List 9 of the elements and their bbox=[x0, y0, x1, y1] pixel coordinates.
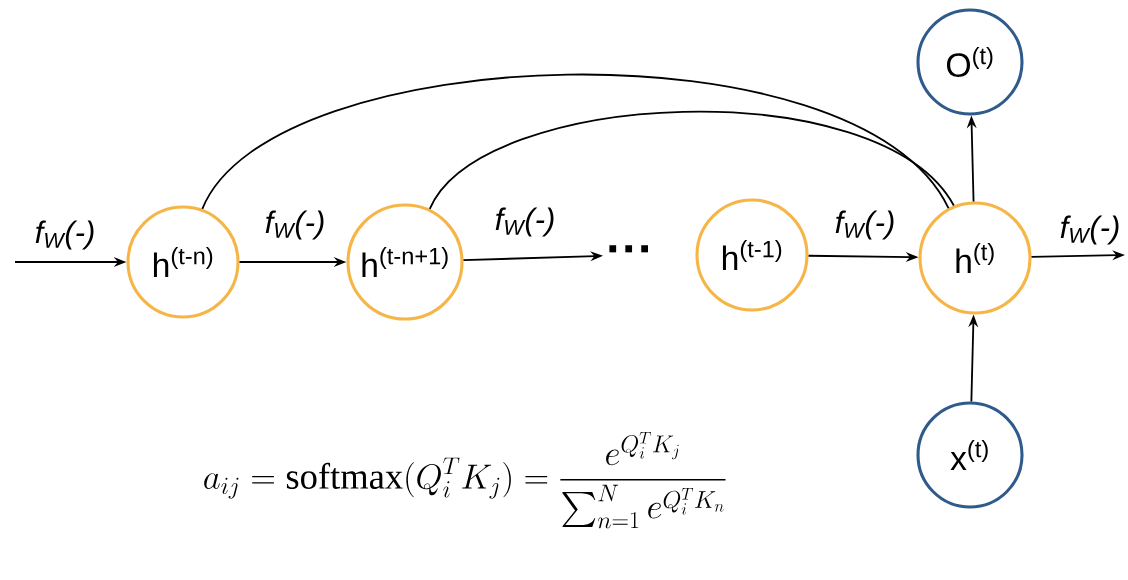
edge-label: f$_{W}$(-) bbox=[493, 206, 557, 238]
attention-formula: $a_{ij} = \mathrm{softmax}(Q_i^T K_j) = \dfrac{e^{Q_i^T K_j}}{\sum_{n=1}^{N} e^{Q_i^T K_n}}$ bbox=[204, 431, 726, 529]
edge-label: f$_{W}$(-) bbox=[263, 209, 327, 241]
edge-label: f$_{W}$(-) bbox=[33, 219, 97, 251]
ellipsis-text: ··· bbox=[609, 245, 648, 253]
curved-connector bbox=[201, 73, 950, 210]
edge-label: f$_{W}$(-) bbox=[1058, 214, 1122, 246]
curved-connector bbox=[428, 110, 955, 210]
edge-label: f$_{W}$(-) bbox=[833, 209, 897, 241]
